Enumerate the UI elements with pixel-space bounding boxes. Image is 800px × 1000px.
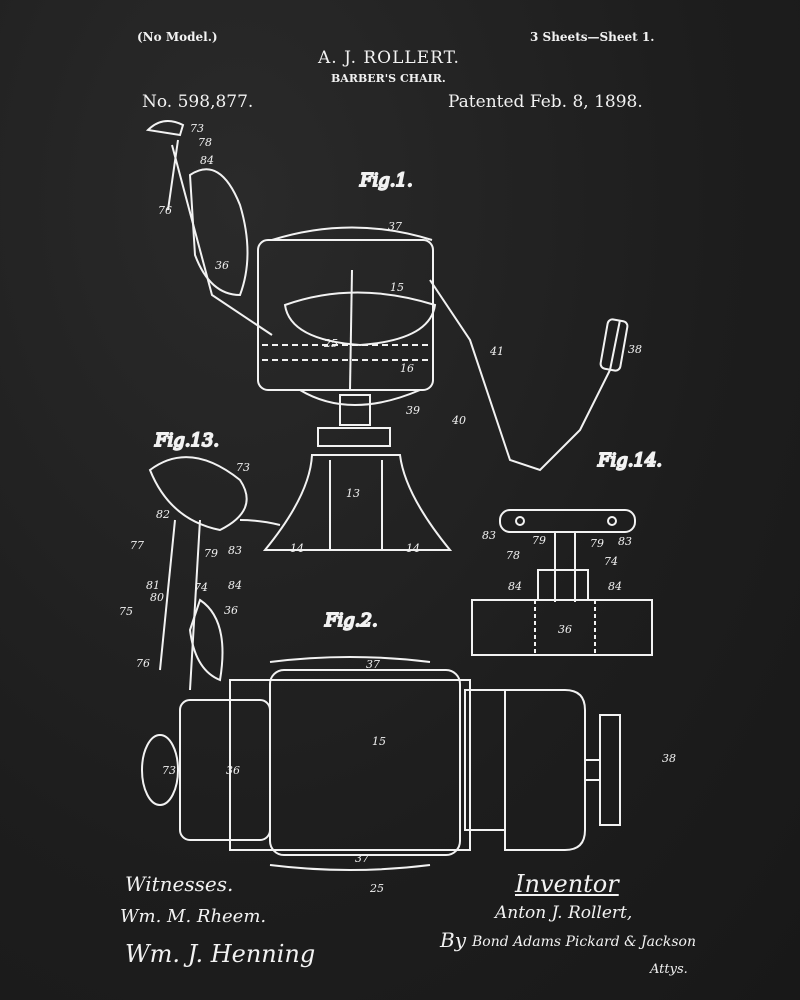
patent-date: Patented Feb. 8, 1898. — [448, 92, 643, 112]
ref-number: 15 — [372, 735, 386, 748]
ref-number: 78 — [506, 549, 520, 562]
ref-number: 76 — [158, 204, 172, 217]
figure-labels: Fig.1. Fig.13. Fig.14. Fig.2. — [153, 169, 663, 632]
fig1-reference-numbers: 73 78 84 76 36 37 15 25 16 39 40 41 38 1… — [158, 122, 642, 555]
by-label: By — [440, 928, 466, 952]
ref-number: 13 — [346, 487, 360, 500]
ref-number: 76 — [136, 657, 150, 670]
ref-number: 14 — [406, 542, 420, 555]
ref-number: 81 — [146, 579, 160, 592]
ref-number: 83 — [228, 544, 242, 557]
ref-number: 41 — [489, 345, 504, 358]
ref-number: 73 — [236, 461, 250, 474]
patent-number: No. 598,877. — [142, 92, 254, 112]
ref-number: 79 — [590, 537, 604, 550]
fig1-label: Fig.1. — [359, 170, 413, 191]
ref-number: 73 — [190, 122, 204, 135]
ref-number: 83 — [482, 529, 496, 542]
ref-number: 36 — [224, 604, 238, 617]
ref-number: 36 — [226, 764, 240, 777]
ref-number: 36 — [558, 623, 572, 636]
fig2-chair-top-view — [141, 656, 621, 871]
ref-number: 39 — [406, 404, 420, 417]
patent-title: BARBER'S CHAIR. — [331, 72, 446, 85]
fig2-label: Fig.2. — [324, 610, 378, 631]
ref-number: 78 — [198, 136, 212, 149]
ref-number: 83 — [618, 535, 632, 548]
ref-number: 84 — [228, 579, 242, 592]
witnesses-label: Witnesses. — [125, 872, 234, 896]
ref-number: 40 — [451, 414, 466, 427]
ref-number: 84 — [508, 580, 522, 593]
attorneys-label: Attys. — [650, 962, 688, 977]
fig1-chair-side-view — [145, 120, 629, 551]
attorneys-signature: Bond Adams Pickard & Jackson — [472, 934, 696, 950]
ref-number: 74 — [194, 581, 208, 594]
ref-number: 79 — [204, 547, 218, 560]
ref-number: 15 — [390, 281, 404, 294]
ref-number: 14 — [290, 542, 304, 555]
ref-number: 74 — [604, 555, 618, 568]
ref-number: 37 — [366, 658, 380, 671]
ref-number: 25 — [369, 882, 384, 895]
ref-number: 37 — [355, 852, 369, 865]
fig13-reference-numbers: 73 82 77 79 83 81 80 74 84 75 36 76 — [119, 461, 250, 670]
ref-number: 75 — [119, 605, 133, 618]
ref-number: 79 — [532, 534, 546, 547]
ref-number: 84 — [608, 580, 622, 593]
fig13-label: Fig.13. — [154, 430, 219, 451]
ref-number: 38 — [628, 343, 642, 356]
ref-number: 80 — [150, 591, 164, 604]
ref-number: 36 — [215, 259, 229, 272]
witness-signature-1: Wm. M. Rheem. — [120, 906, 267, 927]
ref-number: 16 — [400, 362, 414, 375]
witness-signature-2: Wm. J. Henning — [125, 940, 316, 968]
fig13-headrest-detail — [148, 456, 281, 691]
ref-number: 73 — [162, 764, 176, 777]
inventor-label: Inventor — [515, 870, 619, 898]
fig2-reference-numbers: 37 15 73 36 38 37 25 — [162, 658, 676, 895]
no-model-note: (No Model.) — [137, 30, 218, 44]
fig14-reference-numbers: 83 79 79 83 78 74 84 84 36 — [482, 529, 632, 636]
ref-number: 84 — [200, 154, 214, 167]
fig14-bracket-detail — [471, 509, 653, 656]
ref-number: 37 — [388, 220, 402, 233]
ref-number: 38 — [662, 752, 676, 765]
ref-number: 77 — [130, 539, 144, 552]
inventor-name: A. J. ROLLERT. — [318, 48, 460, 68]
sheet-count: 3 Sheets—Sheet 1. — [530, 30, 655, 44]
inventor-signature: Anton J. Rollert, — [495, 903, 633, 923]
ref-number: 25 — [323, 337, 338, 350]
ref-number: 82 — [156, 508, 170, 521]
fig14-label: Fig.14. — [597, 450, 662, 471]
